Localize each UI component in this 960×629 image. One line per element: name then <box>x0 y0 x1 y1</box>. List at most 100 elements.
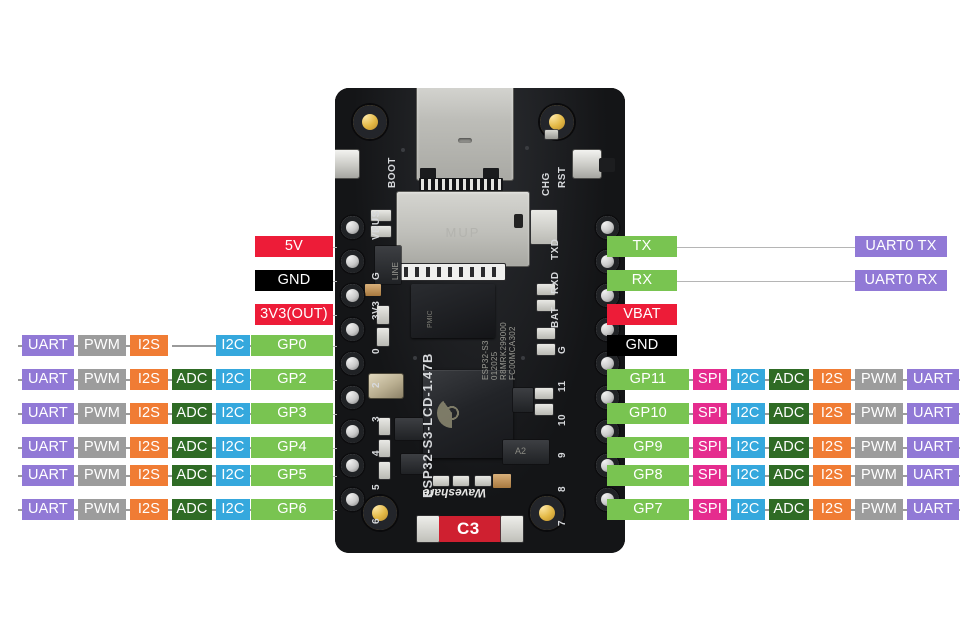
function-chip-uart-gp6[interactable]: UART <box>22 499 74 520</box>
far-label-uart0-rx[interactable]: UART0 RX <box>855 270 947 291</box>
pad-left-2[interactable] <box>341 284 364 307</box>
silk-left-2: 2 <box>371 381 382 388</box>
pin-lead-gnd <box>333 280 337 282</box>
function-chip-pwm-gp11[interactable]: PWM <box>855 369 903 390</box>
function-chip-uart-gp5[interactable]: UART <box>22 465 74 486</box>
function-chip-i2s-gp7[interactable]: I2S <box>813 499 851 520</box>
function-chip-pwm-gp0[interactable]: PWM <box>78 335 126 356</box>
pin-chip-gp7[interactable]: GP7 <box>607 499 689 520</box>
function-chip-adc-gp9[interactable]: ADC <box>769 437 809 458</box>
pad-left-5[interactable] <box>341 386 364 409</box>
function-chip-uart-gp9[interactable]: UART <box>907 437 959 458</box>
function-chip-i2c-gp5[interactable]: I2C <box>216 465 250 486</box>
function-chip-pwm-gp4[interactable]: PWM <box>78 437 126 458</box>
far-label-uart0-tx[interactable]: UART0 TX <box>855 236 947 257</box>
function-chip-uart-gp2[interactable]: UART <box>22 369 74 390</box>
function-chip-adc-gp8[interactable]: ADC <box>769 465 809 486</box>
pin-lead-gp4 <box>333 447 337 449</box>
function-chip-pwm-gp2[interactable]: PWM <box>78 369 126 390</box>
function-chip-uart-gp8[interactable]: UART <box>907 465 959 486</box>
pad-left-4[interactable] <box>341 352 364 375</box>
function-chip-i2c-gp11[interactable]: I2C <box>731 369 765 390</box>
pad-left-6[interactable] <box>341 420 364 443</box>
function-chip-spi-gp7[interactable]: SPI <box>693 499 727 520</box>
function-chip-i2s-gp2[interactable]: I2S <box>130 369 168 390</box>
function-chip-pwm-gp7[interactable]: PWM <box>855 499 903 520</box>
silk-right-10: 10 <box>557 413 568 426</box>
function-chip-uart-gp10[interactable]: UART <box>907 403 959 424</box>
function-chip-adc-gp10[interactable]: ADC <box>769 403 809 424</box>
pad-left-0[interactable] <box>341 216 364 239</box>
function-chip-adc-gp6[interactable]: ADC <box>172 499 212 520</box>
pad-left-3[interactable] <box>341 318 364 341</box>
pin-chip-gp0[interactable]: GP0 <box>251 335 333 356</box>
function-chip-adc-gp7[interactable]: ADC <box>769 499 809 520</box>
pin-connector-gp10-1 <box>765 412 771 415</box>
function-chip-i2c-gp9[interactable]: I2C <box>731 437 765 458</box>
function-chip-i2c-gp3[interactable]: I2C <box>216 403 250 424</box>
function-chip-i2c-gp6[interactable]: I2C <box>216 499 250 520</box>
function-chip-i2s-gp10[interactable]: I2S <box>813 403 851 424</box>
pin-chip-gp8[interactable]: GP8 <box>607 465 689 486</box>
function-chip-i2c-gp10[interactable]: I2C <box>731 403 765 424</box>
function-chip-uart-gp11[interactable]: UART <box>907 369 959 390</box>
silk-right-rxd: RXD <box>550 271 561 294</box>
function-chip-i2c-gp0[interactable]: I2C <box>216 335 250 356</box>
function-chip-spi-gp8[interactable]: SPI <box>693 465 727 486</box>
pin-chip-gp10[interactable]: GP10 <box>607 403 689 424</box>
function-chip-i2s-gp0[interactable]: I2S <box>130 335 168 356</box>
function-chip-pwm-gp5[interactable]: PWM <box>78 465 126 486</box>
function-chip-adc-gp11[interactable]: ADC <box>769 369 809 390</box>
pin-chip-vbat[interactable]: VBAT <box>607 304 677 325</box>
pin-chip-gnd[interactable]: GND <box>255 270 333 291</box>
pin-chip-gnd[interactable]: GND <box>607 335 677 356</box>
pin-chip-gp4[interactable]: GP4 <box>251 437 333 458</box>
pin-chip-3v3out[interactable]: 3V3(OUT) <box>255 304 333 325</box>
pad-left-7[interactable] <box>341 454 364 477</box>
function-chip-i2c-gp2[interactable]: I2C <box>216 369 250 390</box>
pad-left-1[interactable] <box>341 250 364 273</box>
function-chip-adc-gp3[interactable]: ADC <box>172 403 212 424</box>
pin-chip-gp2[interactable]: GP2 <box>251 369 333 390</box>
function-chip-i2c-gp8[interactable]: I2C <box>731 465 765 486</box>
function-chip-adc-gp5[interactable]: ADC <box>172 465 212 486</box>
function-chip-uart-gp0[interactable]: UART <box>22 335 74 356</box>
function-chip-pwm-gp3[interactable]: PWM <box>78 403 126 424</box>
boot-button[interactable] <box>335 150 359 178</box>
pin-chip-gp9[interactable]: GP9 <box>607 437 689 458</box>
function-chip-i2c-gp4[interactable]: I2C <box>216 437 250 458</box>
reset-button[interactable] <box>573 150 601 178</box>
pin-chip-gp3[interactable]: GP3 <box>251 403 333 424</box>
function-chip-i2s-gp6[interactable]: I2S <box>130 499 168 520</box>
function-chip-uart-gp7[interactable]: UART <box>907 499 959 520</box>
function-chip-i2s-gp9[interactable]: I2S <box>813 437 851 458</box>
function-chip-uart-gp4[interactable]: UART <box>22 437 74 458</box>
function-chip-pwm-gp6[interactable]: PWM <box>78 499 126 520</box>
function-chip-spi-gp10[interactable]: SPI <box>693 403 727 424</box>
via-3 <box>413 356 417 360</box>
function-chip-uart-gp3[interactable]: UART <box>22 403 74 424</box>
pad-right-0[interactable] <box>596 216 619 239</box>
function-chip-pwm-gp10[interactable]: PWM <box>855 403 903 424</box>
function-chip-pwm-gp8[interactable]: PWM <box>855 465 903 486</box>
pin-chip-rx[interactable]: RX <box>607 270 677 291</box>
function-chip-adc-gp4[interactable]: ADC <box>172 437 212 458</box>
function-chip-spi-gp11[interactable]: SPI <box>693 369 727 390</box>
pin-lead-5v <box>333 246 337 248</box>
pin-chip-gp6[interactable]: GP6 <box>251 499 333 520</box>
function-chip-i2s-gp5[interactable]: I2S <box>130 465 168 486</box>
pin-chip-gp5[interactable]: GP5 <box>251 465 333 486</box>
function-chip-i2s-gp11[interactable]: I2S <box>813 369 851 390</box>
function-chip-adc-gp2[interactable]: ADC <box>172 369 212 390</box>
pin-chip-tx[interactable]: TX <box>607 236 677 257</box>
function-chip-i2s-gp8[interactable]: I2S <box>813 465 851 486</box>
pad-left-8[interactable] <box>341 488 364 511</box>
function-chip-pwm-gp9[interactable]: PWM <box>855 437 903 458</box>
passive-3 <box>377 306 389 324</box>
function-chip-i2c-gp7[interactable]: I2C <box>731 499 765 520</box>
function-chip-i2s-gp3[interactable]: I2S <box>130 403 168 424</box>
function-chip-spi-gp9[interactable]: SPI <box>693 437 727 458</box>
function-chip-i2s-gp4[interactable]: I2S <box>130 437 168 458</box>
pin-chip-5v[interactable]: 5V <box>255 236 333 257</box>
pin-chip-gp11[interactable]: GP11 <box>607 369 689 390</box>
